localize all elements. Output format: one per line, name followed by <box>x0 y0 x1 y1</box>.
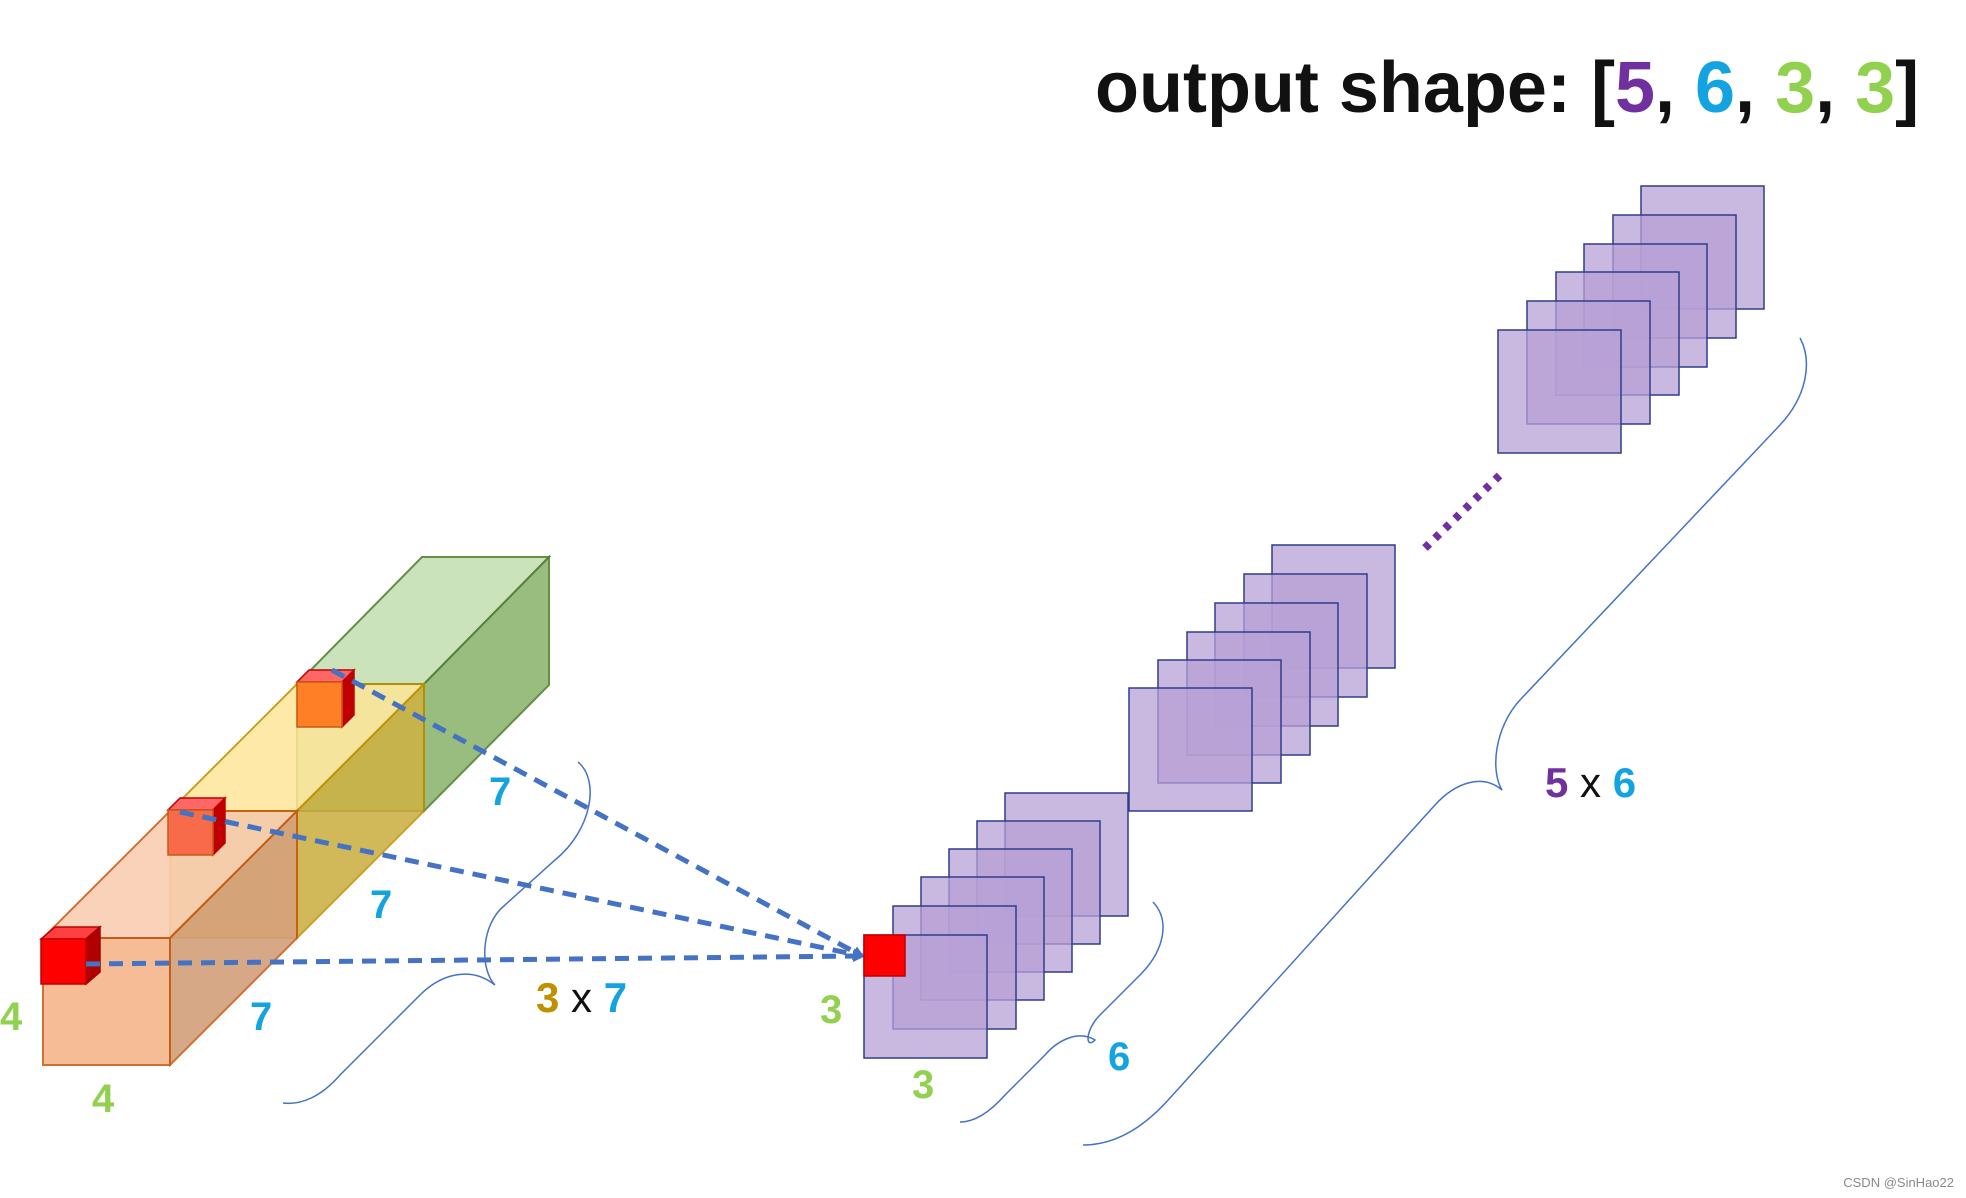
arrow-1 <box>330 667 865 959</box>
brace-batch <box>1082 337 1808 1146</box>
input-tensor <box>38 554 552 1068</box>
tensor-segment-orange <box>40 808 300 1068</box>
kernel-cube-1 <box>295 668 356 729</box>
output-stack-3 <box>1497 185 1765 454</box>
title-dim-channel: 6 <box>1695 48 1735 128</box>
label-batch-mult: 5 x 6 <box>1545 759 1636 806</box>
ellipsis-dots <box>1422 472 1503 551</box>
label-input-depth-1: 7 <box>250 995 272 1039</box>
label-input-width: 4 <box>92 1077 115 1121</box>
output-stacks <box>863 185 1765 1059</box>
label-input-depth-3: 7 <box>489 770 511 814</box>
brace-output-hw <box>959 901 1164 1123</box>
label-output-width: 3 <box>912 1063 934 1107</box>
brace-kernel <box>282 761 591 1105</box>
watermark: CSDN @SinHao22 <box>1843 1175 1954 1190</box>
label-kernel-mult: 3 x 7 <box>536 974 627 1021</box>
title-dim-batch: 5 <box>1615 48 1655 128</box>
kernel-cube-3 <box>38 925 103 986</box>
title-dim-height: 3 <box>1775 48 1815 128</box>
kernel-arrows <box>85 667 865 967</box>
kernel-cube-2 <box>166 796 227 857</box>
label-output-channels: 6 <box>1108 1035 1130 1079</box>
braces <box>282 337 1808 1146</box>
title-dim-width: 3 <box>1855 48 1895 128</box>
output-shape-title: output shape: [5, 6, 3, 3] <box>1095 48 1919 128</box>
output-stack-1 <box>863 792 1129 1059</box>
arrow-3 <box>85 950 865 967</box>
label-input-height: 4 <box>0 995 23 1039</box>
labels: 4 4 7 7 7 3 x 7 3 3 6 5 x 6 <box>0 759 1636 1121</box>
arrow-2 <box>179 809 865 961</box>
output-cell-red <box>863 934 906 977</box>
label-input-depth-2: 7 <box>370 883 392 927</box>
label-output-height: 3 <box>820 988 842 1032</box>
title-prefix: output shape: [ <box>1095 48 1615 128</box>
output-stack-2 <box>1128 544 1396 812</box>
